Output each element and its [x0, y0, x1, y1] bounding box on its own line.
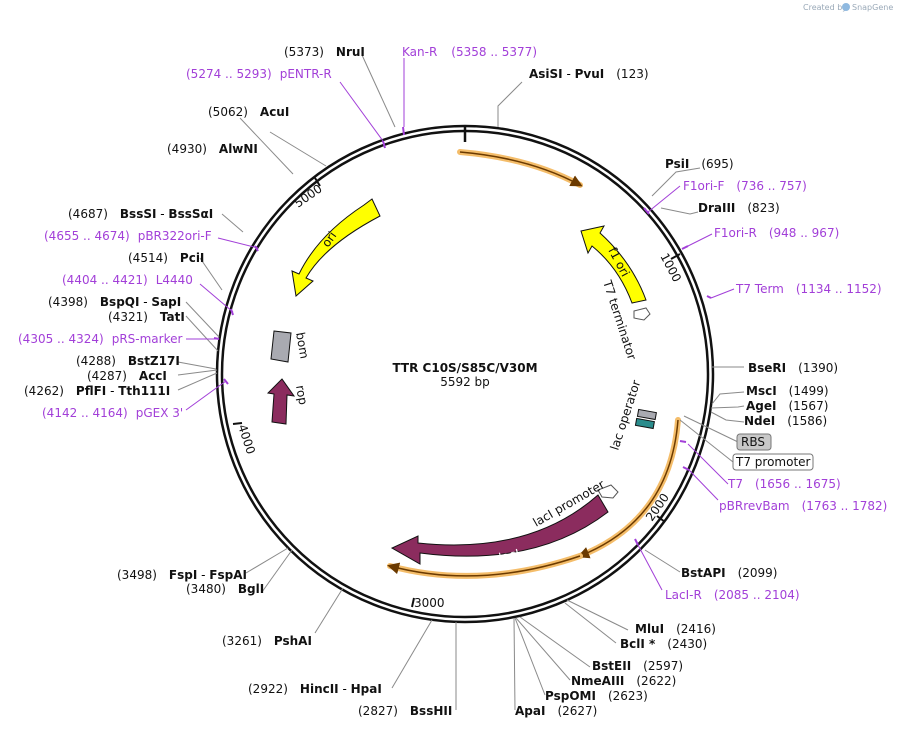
enzyme-asisi: AsiSI - PvuI(123)	[529, 67, 649, 81]
tick-4000-mark	[232, 422, 243, 425]
tick-1000-label: 1000	[657, 251, 684, 285]
enzyme-msci: MscI(1499)	[746, 384, 829, 398]
enzyme-nmeaiii: NmeAIII(2622)	[571, 674, 676, 688]
enzyme-pshai: (3261)PshAI	[222, 634, 312, 648]
tick-1000-mark	[670, 253, 681, 260]
laci-feature: lacI	[390, 494, 609, 565]
tick-2000-mark	[656, 515, 666, 523]
enzyme-apai: ApaI(2627)	[515, 704, 597, 718]
primer-l4440: (4404 .. 4421)L4440	[62, 273, 193, 287]
enzyme-leaders	[177, 54, 745, 711]
primer-kanr: Kan-R(5358 .. 5377)	[402, 45, 537, 59]
plasmid-name: TTR C10S/S85C/V30M	[392, 361, 537, 375]
primer-t7term: T7 Term(1134 .. 1152)	[735, 282, 882, 296]
enzyme-bsteii: BstEII(2597)	[592, 659, 683, 673]
primer-f1orir: F1ori-R(948 .. 967)	[714, 226, 839, 240]
rop-feature: rop	[266, 378, 310, 425]
laci-label: lacI	[497, 546, 521, 565]
snapgene-watermark: Created by SnapGene	[803, 3, 893, 12]
plasmid-title: TTR C10S/S85C/V30M 5592 bp	[392, 361, 537, 389]
primer-leaders	[185, 58, 735, 591]
enzyme-nrui: (5373)NruI	[284, 45, 365, 59]
tick-5000-mark	[314, 177, 321, 187]
bom-feature: bom	[270, 330, 311, 363]
enzyme-bstz17i: (4288)BstZ17I	[76, 354, 180, 368]
enzyme-bsshii: (2827)BssHII	[358, 704, 452, 718]
enzyme-pflfi: (4262)PflFI - Tth111I	[24, 384, 170, 398]
enzyme-draiii: DraIII(823)	[698, 201, 780, 215]
enzyme-pspomi: PspOMI(2623)	[545, 689, 648, 703]
enzyme-labels: AsiSI - PvuI(123) PsiI(695) DraIII(823) …	[24, 45, 838, 718]
enzyme-alwni: (4930)AlwNI	[167, 142, 258, 156]
enzyme-bseri: BseRI(1390)	[748, 361, 838, 375]
lac-operator-feature: lac operator	[608, 378, 657, 452]
enzyme-bstapi: BstAPI(2099)	[681, 566, 777, 580]
watermark-brand: SnapGene	[852, 3, 893, 12]
enzyme-acui: (5062)AcuI	[208, 105, 289, 119]
primer-labels: Kan-R(5358 .. 5377) (5274 .. 5293)pENTR-…	[18, 45, 887, 602]
enzyme-bgli: (3480)BglI	[186, 582, 264, 596]
orf-arcs	[387, 149, 681, 579]
primer-pentrr: (5274 .. 5293)pENTR-R	[186, 67, 332, 81]
primer-f1orif: F1ori-F(736 .. 757)	[683, 179, 807, 193]
primer-pbrrevbam: pBRrevBam(1763 .. 1782)	[719, 499, 887, 513]
enzyme-psii: PsiI(695)	[665, 157, 734, 171]
terminator-icon	[633, 307, 651, 321]
enzyme-bsssi: (4687)BssSI - BssSαI	[68, 207, 213, 221]
enzyme-fspi: (3498)FspI - FspAI	[117, 568, 247, 582]
f1ori-feature: f1 ori	[580, 225, 647, 304]
primer-pbr322orif: (4655 .. 4674)pBR322ori-F	[44, 229, 212, 243]
enzyme-tati: (4321)TatI	[108, 310, 185, 324]
enzyme-hincii: (2922)HincII - HpaI	[248, 682, 382, 696]
rbs-box: RBS	[683, 415, 772, 451]
t7-promoter-box: T7 promoter	[679, 419, 814, 471]
t7-promoter-label: T7 promoter	[735, 455, 811, 469]
plasmid-length: 5592 bp	[440, 375, 490, 389]
primer-t7: T7(1656 .. 1675)	[727, 477, 841, 491]
enzyme-bspqi: (4398)BspQI - SapI	[48, 295, 181, 309]
rop-label: rop	[293, 384, 310, 406]
primer-lacir: LacI-R(2085 .. 2104)	[665, 588, 800, 602]
promoter-icon	[597, 484, 619, 499]
watermark-created-by: Created by	[803, 3, 847, 12]
snapgene-logo-icon	[842, 3, 850, 11]
primer-prsmarker: (4305 .. 4324)pRS-marker	[18, 332, 182, 346]
enzyme-mlui: MluI(2416)	[635, 622, 716, 636]
tick-4000-label: 4000	[235, 423, 258, 456]
ori-feature: ori	[291, 198, 381, 297]
enzyme-acci: (4287)AccI	[87, 369, 167, 383]
primer-pgex3: (4142 .. 4164)pGEX 3'	[42, 406, 183, 420]
enzyme-pcii: (4514)PciI	[128, 251, 204, 265]
tick-3000-mark	[411, 597, 415, 608]
enzyme-ndei: NdeI(1586)	[744, 414, 827, 428]
tick-3000-label: 3000	[414, 596, 445, 610]
bom-label: bom	[293, 331, 311, 360]
enzyme-bcli: BclI *(2430)	[620, 637, 707, 651]
enzyme-agei: AgeI(1567)	[746, 399, 828, 413]
rbs-label: RBS	[741, 435, 765, 449]
